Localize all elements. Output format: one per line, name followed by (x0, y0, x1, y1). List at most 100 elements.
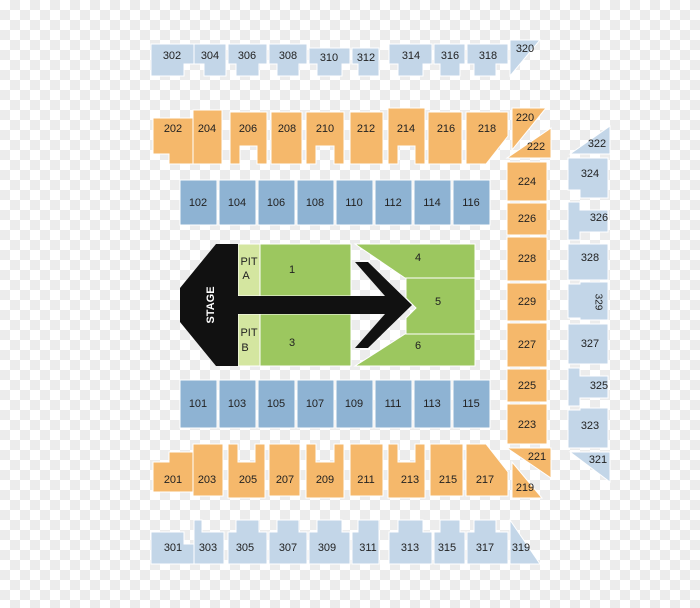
section-205[interactable] (227, 443, 266, 499)
section-218-label: 218 (478, 123, 496, 135)
section-228[interactable] (506, 236, 548, 282)
section-111[interactable] (374, 379, 413, 429)
floor-section-6[interactable] (353, 333, 476, 367)
section-327[interactable] (567, 323, 609, 365)
section-302-label: 302 (163, 50, 181, 62)
section-324[interactable] (567, 157, 609, 199)
section-321[interactable] (568, 451, 611, 483)
section-218[interactable] (465, 111, 509, 165)
section-320[interactable] (509, 39, 542, 78)
section-210[interactable] (305, 111, 345, 165)
section-211[interactable] (349, 443, 384, 497)
section-322[interactable] (568, 125, 611, 155)
section-305[interactable] (227, 519, 268, 565)
section-301-label: 301 (164, 542, 182, 554)
section-102[interactable] (179, 179, 218, 226)
section-317[interactable] (466, 519, 509, 565)
section-326-label: 326 (590, 212, 608, 224)
section-105[interactable] (257, 379, 296, 429)
section-315-label: 315 (438, 542, 456, 554)
section-225[interactable] (506, 368, 548, 403)
section-328-label: 328 (581, 252, 599, 264)
lower-level-bottom: 101 103 105 107 109 111 113 115 (179, 379, 491, 429)
section-308[interactable] (268, 43, 308, 77)
section-313[interactable] (388, 519, 433, 565)
section-219[interactable] (511, 460, 544, 499)
section-323[interactable] (567, 407, 609, 449)
section-304[interactable] (193, 43, 227, 77)
section-212[interactable] (349, 111, 384, 165)
section-203-label: 203 (198, 474, 216, 486)
stage (180, 244, 238, 366)
section-220[interactable] (511, 107, 548, 152)
section-108[interactable] (296, 179, 335, 226)
section-208[interactable] (270, 111, 303, 165)
section-322-label: 322 (588, 138, 606, 150)
section-222[interactable] (505, 127, 552, 159)
section-307[interactable] (268, 519, 308, 565)
section-110[interactable] (335, 179, 374, 226)
section-109[interactable] (335, 379, 374, 429)
pit-b[interactable] (237, 313, 261, 367)
section-323-label: 323 (581, 420, 599, 432)
section-207[interactable] (268, 443, 301, 497)
section-229[interactable] (506, 282, 548, 322)
section-319[interactable] (509, 518, 541, 565)
section-216[interactable] (427, 111, 463, 165)
section-103[interactable] (218, 379, 257, 429)
section-310[interactable] (308, 47, 351, 77)
floor: PIT A PIT B 1 3 4 5 6 STAGE (180, 243, 476, 367)
section-303-label: 303 (199, 542, 217, 554)
section-207-label: 207 (276, 474, 294, 486)
section-107[interactable] (296, 379, 335, 429)
section-204[interactable] (192, 109, 223, 165)
section-224[interactable] (506, 161, 548, 202)
section-106[interactable] (257, 179, 296, 226)
floor-section-4-label: 4 (415, 252, 421, 264)
section-206[interactable] (229, 111, 268, 165)
section-113[interactable] (413, 379, 452, 429)
section-306[interactable] (227, 43, 268, 77)
section-213[interactable] (387, 443, 426, 499)
section-212-label: 212 (357, 123, 375, 135)
stage-label: STAGE (205, 286, 217, 323)
floor-section-5[interactable] (405, 277, 476, 335)
floor-section-1[interactable] (259, 243, 352, 297)
section-329-label: 329 (593, 294, 604, 311)
section-115-label: 115 (462, 398, 480, 410)
section-305-label: 305 (236, 542, 254, 554)
section-215[interactable] (429, 443, 464, 497)
section-227[interactable] (506, 322, 548, 368)
section-326[interactable] (567, 201, 609, 241)
section-311[interactable] (351, 519, 380, 565)
section-108-label: 108 (306, 197, 324, 209)
lower-level-top: 102 104 106 108 110 112 114 116 (179, 179, 491, 226)
section-226[interactable] (506, 202, 548, 236)
section-314[interactable] (388, 43, 433, 77)
section-223[interactable] (506, 403, 548, 445)
section-221[interactable] (505, 447, 552, 479)
section-101[interactable] (179, 379, 218, 429)
section-316[interactable] (433, 43, 466, 77)
section-114[interactable] (413, 179, 452, 226)
section-303[interactable] (193, 519, 225, 565)
section-310-label: 310 (320, 52, 338, 64)
section-214[interactable] (387, 107, 426, 165)
section-112[interactable] (374, 179, 413, 226)
section-315[interactable] (433, 519, 466, 565)
section-201-label: 201 (164, 474, 182, 486)
section-217[interactable] (465, 443, 509, 497)
section-325[interactable] (567, 367, 609, 407)
floor-section-3[interactable] (259, 313, 352, 367)
section-328[interactable] (567, 243, 609, 281)
section-104[interactable] (218, 179, 257, 226)
section-318[interactable] (466, 43, 509, 77)
section-116[interactable] (452, 179, 491, 226)
section-115[interactable] (452, 379, 491, 429)
section-312[interactable] (351, 47, 380, 77)
section-201[interactable] (152, 451, 194, 493)
section-209[interactable] (305, 443, 345, 499)
section-203[interactable] (192, 443, 224, 497)
section-309[interactable] (308, 519, 351, 565)
section-329[interactable] (567, 281, 609, 321)
